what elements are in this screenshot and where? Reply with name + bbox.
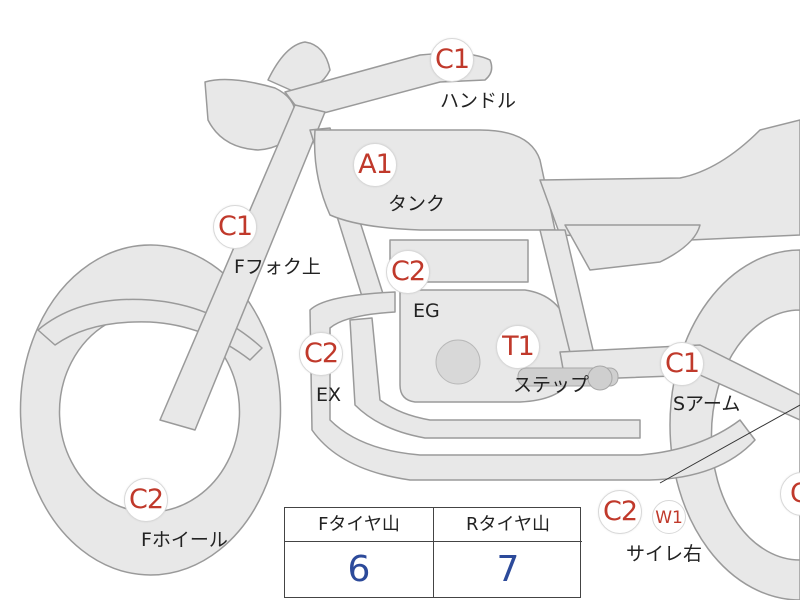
rear-edge-marker: C	[780, 472, 800, 516]
step-label: ステップ	[513, 374, 590, 396]
exhaust-marker: C2	[299, 332, 343, 376]
swingarm-marker: C1	[660, 342, 704, 386]
table-divider	[433, 508, 434, 597]
muffler-right-label: サイレ右	[626, 543, 703, 565]
seat-shape	[539, 119, 800, 241]
handle-label: ハンドル	[440, 90, 517, 112]
tank-label: タンク	[388, 193, 446, 215]
tank-marker: A1	[353, 143, 397, 187]
muffler-leader-line	[659, 404, 800, 484]
sidecover-shape	[564, 224, 701, 271]
engine-label: EG	[413, 300, 440, 322]
tire-tread-table: Fタイヤ山 Rタイヤ山 6 7	[284, 507, 582, 598]
front-tire-header: Fタイヤ山	[285, 508, 433, 542]
fork-upper-label: Fフォク上	[234, 256, 321, 278]
engine-marker: C2	[386, 250, 430, 294]
tank-shape	[313, 129, 556, 231]
fork-upper-marker: C1	[213, 205, 257, 249]
front-tire-value: 6	[347, 549, 371, 590]
front-wheel-label: Fホイール	[141, 529, 228, 551]
fork-shape	[159, 104, 326, 431]
exhaust-label: EX	[316, 384, 342, 406]
step-peg	[587, 365, 613, 391]
rear-tire-header: Rタイヤ山	[434, 508, 582, 542]
engine-cover-circle	[435, 339, 481, 385]
step-marker: T1	[496, 325, 540, 369]
handle-marker: C1	[430, 38, 474, 82]
muffler-right-sub-marker: W1	[652, 500, 686, 534]
lower-frame-shape	[349, 317, 641, 439]
muffler-right-marker: C2	[598, 490, 642, 534]
exhaust-shape	[309, 291, 756, 481]
front-wheel-marker: C2	[124, 478, 168, 522]
rear-tire-value: 7	[496, 549, 520, 590]
swingarm-label: Sアーム	[673, 393, 741, 415]
